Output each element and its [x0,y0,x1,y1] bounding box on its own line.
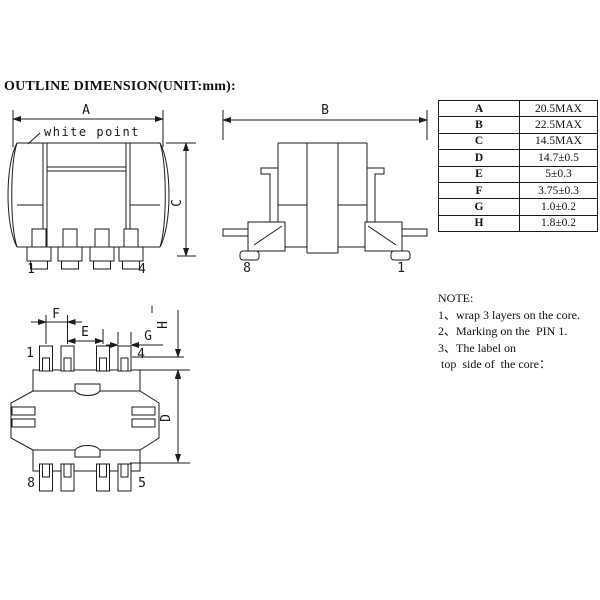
side-view: B [222,103,428,276]
table-row: D 14.7±0.5 [438,149,598,167]
dimension-table: A 20.5MAX B 22.5MAX C 14.5MAX D 14.7±0.5… [438,99,598,233]
table-row: C 14.5MAX [438,132,598,151]
dim-key: E [438,165,520,183]
front-pin4-label: 4 [138,262,146,277]
bottom-pin5-label: 5 [138,476,146,491]
dim-value: 20.5MAX [519,99,598,118]
dim-key: H [438,214,520,233]
bottom-dim-h-lines [132,306,190,383]
front-view: A white point [7,103,196,277]
dim-value: 1.0±0.2 [519,198,598,216]
dim-key: G [438,198,520,216]
table-row: H 1.8±0.2 [438,214,598,233]
bottom-pin4-label: 4 [137,347,145,362]
dim-key: F [438,181,520,200]
dim-key: C [438,132,520,151]
white-point-leader-line [27,132,41,145]
bottom-body-outline [10,369,160,472]
dim-value: 14.7±0.5 [519,149,598,167]
bottom-dim-g-lines [106,332,163,348]
side-pin-right [364,221,428,261]
front-pins [26,228,144,270]
note-line: 1、wrap 3 layers on the core. [438,307,580,322]
table-row: G 1.0±0.2 [438,198,598,216]
bottom-top-pins [39,345,132,372]
bottom-dim-f-lines [31,315,82,344]
bottom-dim-f-label: F [52,307,60,322]
front-dim-a-label: A [82,103,90,118]
table-row: B 22.5MAX [438,116,598,134]
front-pin1-label: 1 [27,262,35,277]
dim-value: 5±0.3 [519,165,598,183]
side-dim-b-label: B [321,103,329,118]
dim-value: 3.75±0.3 [519,181,598,200]
table-row: A 20.5MAX [438,99,598,118]
side-pin8-label: 8 [243,261,251,276]
dim-value: 1.8±0.2 [519,214,598,233]
front-dim-a-lines [12,110,164,147]
side-dim-b-lines [222,110,428,140]
note-line: 3、The label on [438,340,516,355]
dim-key: A [438,99,520,118]
bottom-dim-h-label: H [156,321,171,329]
dim-key: B [438,116,520,134]
bottom-bottom-pins [39,463,132,492]
dim-value: 14.5MAX [519,132,598,151]
note-line: top side of the core： [438,357,551,371]
bottom-pin1-label: 1 [26,346,34,361]
front-dim-c-lines [166,142,196,257]
bottom-dim-e-label: E [81,325,89,340]
bottom-dim-d-label: D [159,414,174,422]
side-pin-left [222,221,286,261]
bottom-dim-d-lines [130,370,190,464]
note-heading: NOTE: [438,291,474,305]
side-pin1-label: 1 [397,261,405,276]
table-row: F 3.75±0.3 [438,181,598,200]
front-dim-c-label: C [170,199,185,207]
white-point-label: white point [44,125,140,139]
bottom-dim-e-lines [66,329,104,344]
note-block: NOTE: 1、wrap 3 layers on the core. 2、Mar… [438,290,580,373]
bottom-view: F E G H [10,306,190,492]
dim-key: D [438,149,520,167]
bottom-dim-g-label: G [144,329,152,344]
page-title: OUTLINE DIMENSION(UNIT:mm): [4,79,236,94]
table-row: E 5±0.3 [438,165,598,183]
bottom-pin8-label: 8 [27,476,35,491]
note-line: 2、Marking on the PIN 1. [438,324,568,338]
dim-value: 22.5MAX [519,116,598,134]
